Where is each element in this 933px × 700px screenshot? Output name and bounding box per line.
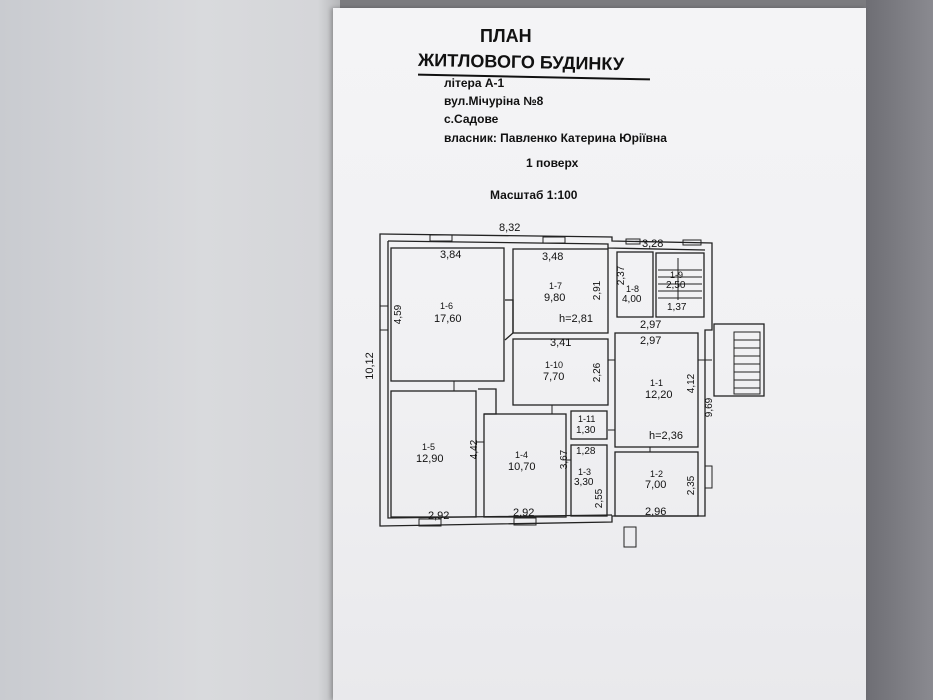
left-page — [0, 0, 340, 700]
room-1-5-width: 2,92 — [428, 510, 450, 522]
background-surface — [866, 0, 933, 700]
room-1-7-width: 3,48 — [542, 251, 564, 263]
room-1-9-id: 1-9 — [670, 270, 684, 280]
scale-text: Масштаб 1:100 — [490, 188, 578, 202]
room-1-2 — [614, 451, 699, 517]
dim-right-height: 9,69 — [704, 397, 716, 418]
room-1-7-ceiling: h=2,81 — [559, 313, 593, 325]
room-1-2-width: 2,96 — [645, 506, 667, 518]
room-1-5 — [390, 390, 477, 518]
room-1-8-id: 1-8 — [626, 284, 640, 294]
room-1-1-id: 1-1 — [650, 378, 664, 388]
room-1-3-id: 1-3 — [578, 467, 592, 477]
room-1-10-id: 1-10 — [545, 360, 564, 370]
title-line1: ПЛАН — [480, 26, 532, 46]
room-1-1-height: 4,12 — [686, 373, 698, 394]
room-1-9-width: 1,37 — [667, 302, 687, 313]
room-1-3-width: 1,28 — [576, 446, 596, 457]
room-1-6-width: 3,84 — [440, 249, 462, 261]
outer-wall-inner-left — [387, 241, 613, 519]
room-1-4-height: 3,67 — [559, 449, 571, 470]
room-1-5-height: 4,42 — [469, 439, 481, 460]
door-marks — [453, 359, 712, 461]
village-text: с.Садове — [444, 112, 499, 126]
room-1-6-id: 1-6 — [440, 301, 454, 311]
outer-wall — [379, 233, 713, 527]
dim-overall-width: 8,32 — [499, 222, 521, 234]
room-1-3 — [570, 444, 608, 517]
room-1-1 — [614, 332, 699, 448]
room-1-3-height: 2,55 — [594, 488, 606, 509]
outer-wall-inner — [387, 240, 706, 251]
room-1-6-height: 4,59 — [393, 304, 405, 325]
room-1-1-ceiling: h=2,36 — [649, 430, 683, 442]
room-1-2-height: 2,35 — [686, 475, 698, 496]
windows — [379, 234, 713, 548]
room-1-8-area: 4,00 — [622, 294, 642, 305]
room-1-4-width: 2,92 — [513, 507, 535, 519]
owner-text: власник: Павленко Катерина Юріївна — [444, 131, 667, 145]
corridor-line-2 — [478, 388, 497, 415]
room-1-1-width-top: 2,97 — [640, 319, 662, 331]
room-1-2-area: 7,00 — [645, 479, 667, 491]
room-1-2-id: 1-2 — [650, 469, 664, 479]
room-1-7 — [512, 248, 609, 334]
street-text: вул.Мічуріна №8 — [444, 94, 544, 108]
room-1-4-area: 10,70 — [508, 461, 536, 473]
room-1-11-id: 1-11 — [578, 414, 596, 424]
room-1-5-id: 1-5 — [422, 442, 436, 452]
porch-steps — [733, 331, 761, 395]
room-1-1-width: 2,97 — [640, 335, 662, 347]
room-1-5-area: 12,90 — [416, 453, 444, 465]
room-1-3-area: 3,30 — [574, 477, 594, 488]
room-1-10 — [512, 338, 609, 406]
room-1-10-height: 2,26 — [592, 362, 604, 383]
room-1-4-id: 1-4 — [515, 450, 529, 460]
floor-text: 1 поверх — [526, 156, 579, 170]
room-1-8 — [616, 251, 654, 318]
room-1-6 — [390, 247, 505, 382]
room-1-9-area: 2,50 — [666, 280, 686, 291]
porch — [713, 323, 765, 397]
document-page — [333, 8, 866, 700]
room-1-7-id: 1-7 — [549, 281, 563, 291]
corridor-line — [504, 299, 514, 341]
room-1-11 — [570, 410, 608, 440]
room-1-7-height: 2,91 — [592, 280, 604, 301]
stair-steps — [658, 258, 702, 300]
litera-text: літера А-1 — [444, 76, 505, 90]
dim-top-right-width: 3,28 — [642, 238, 664, 250]
room-1-9 — [655, 252, 705, 318]
room-1-7-area: 9,80 — [544, 292, 566, 304]
room-1-6-area: 17,60 — [434, 313, 462, 325]
room-1-10-width: 3,41 — [550, 337, 572, 349]
room-1-10-area: 7,70 — [543, 371, 565, 383]
room-1-4 — [483, 413, 567, 518]
room-1-8-height: 2,37 — [616, 265, 628, 286]
dim-overall-height: 10,12 — [363, 352, 376, 380]
room-1-11-area: 1,30 — [576, 425, 596, 436]
room-1-1-area: 12,20 — [645, 389, 673, 401]
